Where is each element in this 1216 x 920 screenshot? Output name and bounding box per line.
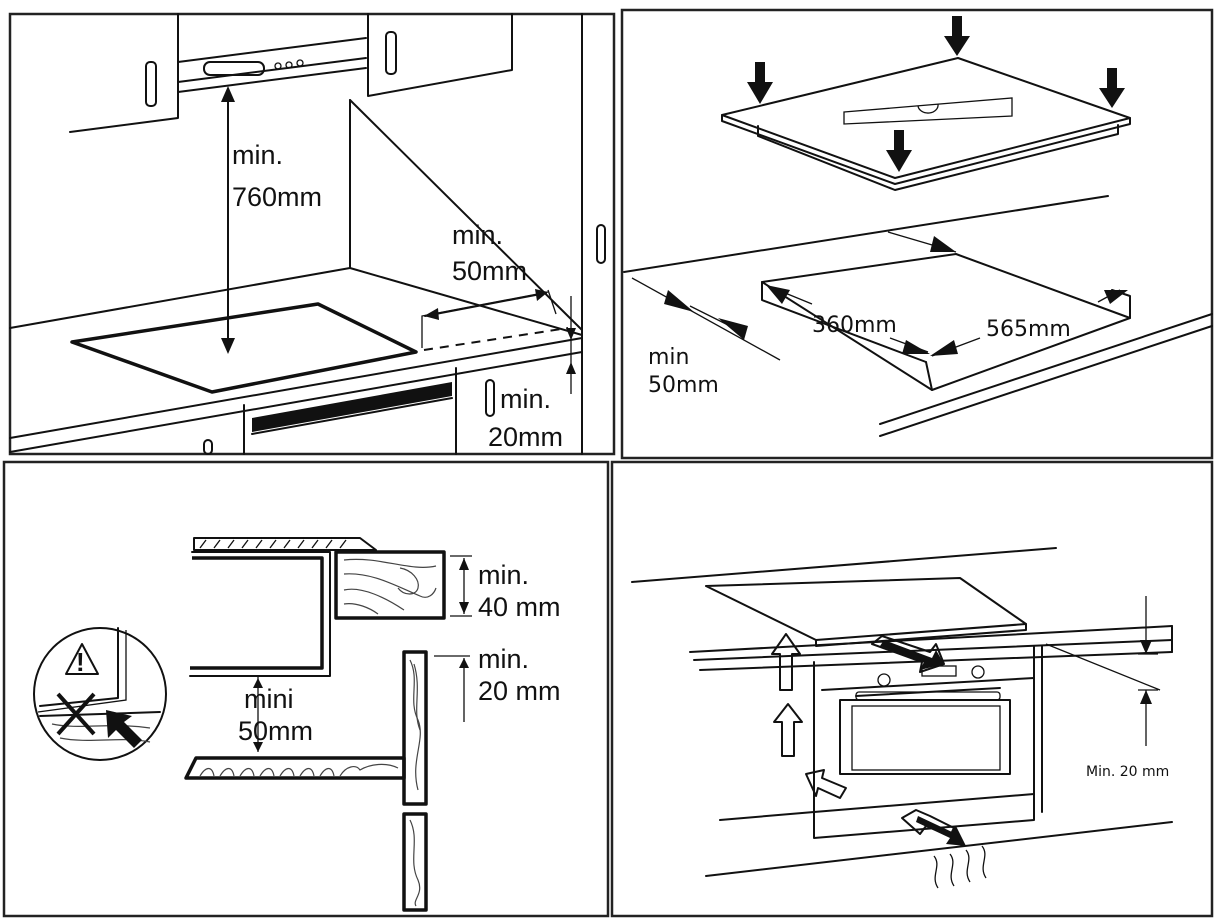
oven-vent-slot <box>252 382 452 432</box>
warning-symbol: ! <box>76 647 85 677</box>
shelf-section <box>184 756 406 780</box>
press-arrows <box>747 16 1125 172</box>
pointer-arrow-icon <box>106 710 142 748</box>
rear-gap-label-b: 50mm <box>452 256 527 286</box>
worktop-cutout <box>623 195 1213 437</box>
panel-3-frame <box>2 460 610 918</box>
hob-body-inner <box>189 551 331 677</box>
worktop-section <box>334 550 446 620</box>
worktop <box>9 267 583 453</box>
bottom-gap-label-b: 50mm <box>238 716 313 746</box>
height-dimension <box>221 86 235 354</box>
panel-cross-section: min. 40 mm min. 20 mm mini 50 <box>2 460 610 918</box>
side-gap-section-label-a: min. <box>478 644 529 674</box>
height-label-a: min. <box>232 140 283 170</box>
warning-inset: ! <box>33 627 167 761</box>
side-gap-label-b: 20mm <box>488 422 563 452</box>
right-upper-cabinet <box>367 13 513 97</box>
bottom-gap-label-a: mini <box>244 684 294 714</box>
left-upper-cabinet <box>69 13 179 133</box>
panel-cutout-dimensions: 360mm 565mm min 50mm <box>620 8 1214 460</box>
rear-gap-dimension <box>421 289 569 351</box>
hob-plate <box>721 57 1131 191</box>
edge-gap-label-b: 50mm <box>648 373 719 398</box>
right-cabinet-handle <box>385 31 397 75</box>
cutout-width-label: 360mm <box>812 313 897 338</box>
cutout-dimension-arrows <box>631 231 1128 361</box>
panel-4-frame <box>610 460 1214 918</box>
panel-2-frame <box>620 8 1214 460</box>
top-thickness-label-a: min. <box>478 560 529 590</box>
side-gap-dimension-section <box>434 655 470 722</box>
lower-cabinets <box>203 367 495 455</box>
airflow-arrows <box>771 633 987 889</box>
side-cabinet-handle <box>596 224 606 264</box>
side-gap-section-label-b: 20 mm <box>478 676 561 706</box>
hob-body-outline <box>190 556 324 670</box>
side-panel-section <box>402 650 428 912</box>
side-gap-dimension <box>566 296 576 394</box>
cooker-hood <box>177 37 367 93</box>
panel-cooker-hood-clearance: min. 760mm min. 50mm min. 20mm <box>8 12 616 456</box>
cutout-depth-label: 565mm <box>986 317 1071 342</box>
vent-gap-dimension <box>1045 596 1161 746</box>
edge-gap-label-a: min <box>648 345 690 370</box>
warning-triangle-icon <box>65 643 99 675</box>
rear-gap-label-a: min. <box>452 220 503 250</box>
oven-cabinet <box>705 645 1173 877</box>
wall-diagonal <box>349 99 583 331</box>
top-thickness-dimension <box>450 555 472 617</box>
panel-1-frame <box>8 12 616 456</box>
panel-ventilation: Min. 20 mm <box>610 460 1214 918</box>
hob-top-view <box>705 577 1027 641</box>
top-thickness-label-b: 40 mm <box>478 592 561 622</box>
hob-glass-section <box>193 537 377 551</box>
left-cabinet-handle <box>145 61 157 107</box>
side-gap-label-a: min. <box>500 384 551 414</box>
height-label-b: 760mm <box>232 182 322 212</box>
vent-gap-label: Min. 20 mm <box>1086 764 1169 780</box>
bottom-gap-dimension <box>253 676 263 752</box>
spirit-level <box>843 97 1013 125</box>
hob <box>70 302 418 394</box>
